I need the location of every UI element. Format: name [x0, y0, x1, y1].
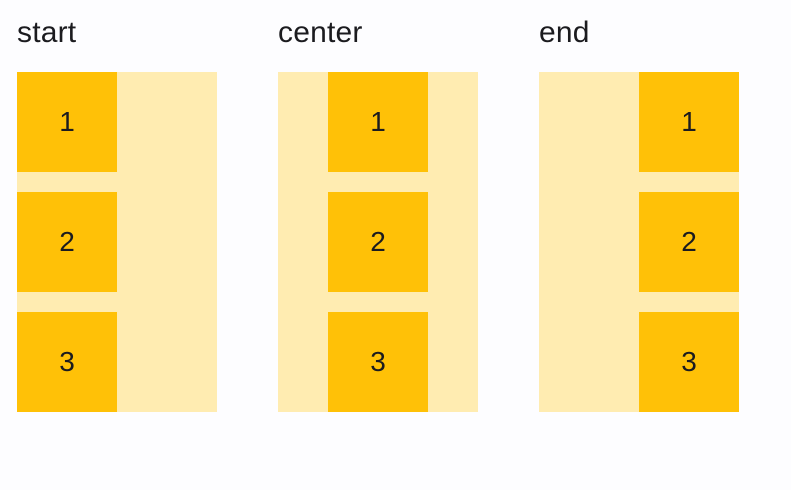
alignment-group-start: start 1 2 3 [17, 14, 217, 412]
flex-item: 2 [639, 192, 739, 292]
alignment-group-center: center 1 2 3 [278, 14, 478, 412]
flex-container-end: 1 2 3 [539, 72, 739, 412]
flex-item: 3 [17, 312, 117, 412]
group-label-start: start [17, 16, 77, 49]
flex-item: 3 [328, 312, 428, 412]
group-label-end: end [539, 16, 590, 49]
flex-item: 3 [639, 312, 739, 412]
alignment-group-end: end 1 2 3 [539, 14, 739, 412]
flex-container-start: 1 2 3 [17, 72, 217, 412]
flex-item: 1 [328, 72, 428, 172]
flex-item: 2 [328, 192, 428, 292]
flex-container-center: 1 2 3 [278, 72, 478, 412]
flex-item: 1 [639, 72, 739, 172]
group-label-center: center [278, 16, 363, 49]
flex-item: 2 [17, 192, 117, 292]
flex-item: 1 [17, 72, 117, 172]
